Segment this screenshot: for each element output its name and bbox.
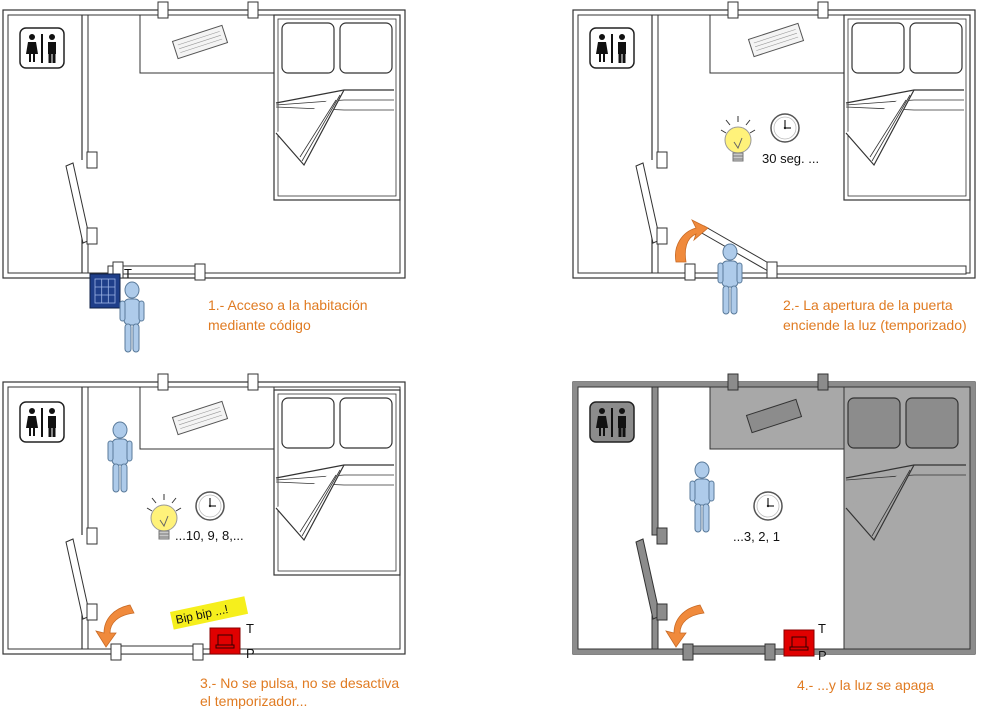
clock-icon xyxy=(195,491,225,521)
caption-line-1: 3.- No se pulsa, no se desactiva xyxy=(200,675,399,691)
restroom-icon xyxy=(19,401,65,443)
timer-text: ...10, 9, 8,... xyxy=(175,528,244,543)
post xyxy=(110,643,122,661)
post xyxy=(194,263,206,281)
panel-1: T 1.- Acceso a la habitación mediante có… xyxy=(2,1,406,353)
timer-text: ...3, 2, 1 xyxy=(733,529,780,544)
panel-3: ...10, 9, 8,... Bip bip ...! T P 3.- No … xyxy=(2,373,406,709)
post xyxy=(86,527,98,545)
post xyxy=(817,1,829,19)
timer-text: 30 seg. ... xyxy=(762,151,819,166)
post xyxy=(86,151,98,169)
caption-line-1: 1.- Acceso a la habitación xyxy=(208,297,368,313)
bed-icon xyxy=(273,14,401,201)
caption-line-2: el temporizador... xyxy=(200,693,307,709)
restroom-icon xyxy=(19,27,65,69)
caption-line-1: 4.- ...y la luz se apaga xyxy=(797,677,934,693)
post xyxy=(86,603,98,621)
caption-line-2: mediante código xyxy=(208,317,311,333)
post xyxy=(656,227,668,245)
restroom-icon xyxy=(589,27,635,69)
post xyxy=(247,1,259,19)
panel-4: ...3, 2, 1 T P 4.- ...y la luz se apaga xyxy=(572,373,976,693)
clock-icon xyxy=(770,113,800,143)
sensor-label: T xyxy=(124,266,132,281)
panel-2: 30 seg. ... 2.- La apertura de la puerta… xyxy=(572,1,976,333)
keypad-icon xyxy=(89,273,121,309)
post xyxy=(656,151,668,169)
post xyxy=(727,1,739,19)
alarm-label-t: T xyxy=(246,621,254,636)
keyboard-icon xyxy=(745,398,803,434)
bed-icon xyxy=(843,14,971,201)
bed-icon xyxy=(273,389,401,576)
alarm-label-p: P xyxy=(818,648,827,663)
post xyxy=(656,373,829,661)
bed-icon xyxy=(845,397,966,542)
post xyxy=(157,373,169,391)
alarm-label-t: T xyxy=(818,621,826,636)
clock-icon xyxy=(753,491,783,521)
post xyxy=(684,263,696,281)
caption-line-2: enciende la luz (temporizado) xyxy=(783,317,967,333)
person-icon xyxy=(119,281,145,353)
alarm-box-icon xyxy=(783,629,815,657)
caption-line-1: 2.- La apertura de la puerta xyxy=(783,297,953,313)
alarm-box-icon xyxy=(209,627,241,655)
restroom-icon xyxy=(589,401,635,443)
post xyxy=(192,643,204,661)
post xyxy=(86,227,98,245)
post xyxy=(157,1,169,19)
post xyxy=(247,373,259,391)
post xyxy=(766,261,778,279)
alarm-label-p: P xyxy=(246,646,255,661)
